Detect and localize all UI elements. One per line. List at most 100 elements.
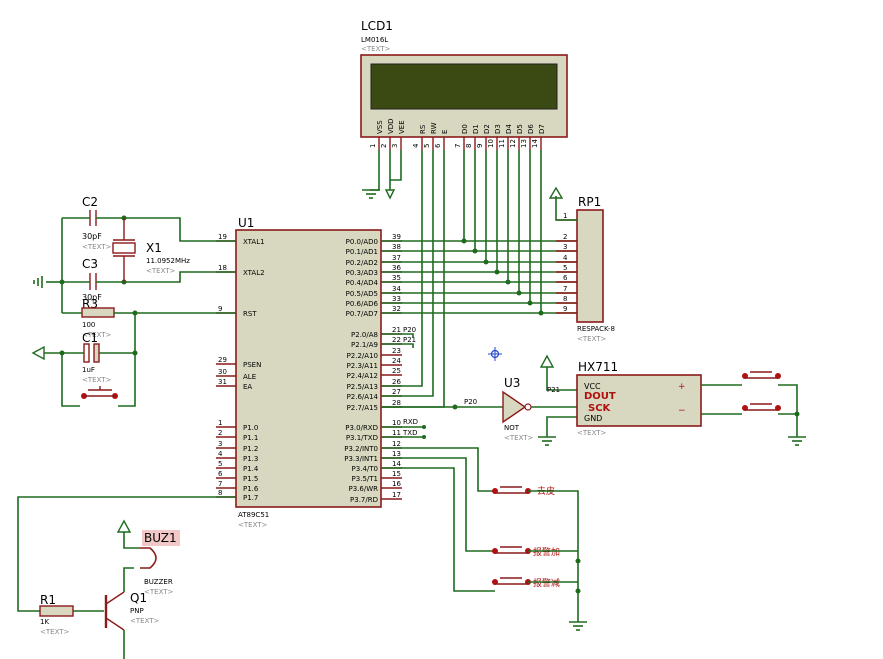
lcd-text: <TEXT>	[361, 45, 391, 53]
mcu-pin-number: 38	[392, 243, 401, 251]
mcu-pin-label: P2.6/A14	[347, 393, 379, 401]
mcu-pin-number: 36	[392, 264, 401, 272]
mcu-pin-label: P3.4/T0	[352, 465, 378, 473]
lcd-pin-number: 13	[520, 139, 528, 148]
c2-text: <TEXT>	[82, 243, 112, 251]
oscillator-circuit[interactable]: C2 30pF <TEXT> C3 30pF X1 11.0952MHz <TE…	[33, 195, 236, 313]
reset-circuit[interactable]: R3 100 <TEXT> C1 1uF <TEXT>	[31, 297, 236, 407]
hx711-sck-label: SCK	[588, 403, 612, 414]
q1-model: PNP	[130, 607, 144, 615]
mcu-pin-number: 21	[392, 326, 401, 334]
rp1-pin-number: 5	[563, 264, 567, 272]
lcd-pin-number: 8	[465, 144, 473, 148]
hx711-text: <TEXT>	[577, 429, 607, 437]
rp1-model: RESPACK-8	[577, 325, 615, 333]
lcd-pin-label: RW	[430, 122, 438, 134]
r1-text: <TEXT>	[40, 628, 70, 636]
rp1-pin-number: 4	[563, 254, 568, 262]
net-label-p20-b: P20	[464, 398, 477, 406]
mcu-pin-label: P0.5/AD5	[346, 290, 378, 298]
u3-model: NOT	[504, 424, 520, 432]
lcd-data-bus	[362, 150, 577, 408]
p3-connections: RXD TXD	[381, 418, 495, 592]
lcd-pin-number: 9	[476, 144, 484, 148]
net-label-rxd: RXD	[403, 418, 418, 426]
hx711-component[interactable]: HX711 VCC DOUT SCK GND + − <TEXT>	[576, 360, 806, 446]
mcu-pin-number: 25	[392, 367, 401, 375]
alarm-down-button[interactable]: 报警减	[492, 577, 560, 589]
hx711-plus-label: +	[678, 382, 686, 392]
mcu-model: AT89C51	[238, 511, 269, 519]
mcu-pin-number: 3	[218, 440, 222, 448]
rp1-pin-number: 9	[563, 305, 567, 313]
hx711-minus-label: −	[678, 406, 686, 416]
mcu-pin-label: P2.4/A12	[347, 372, 378, 380]
mcu-pin-number: 14	[392, 460, 401, 468]
lcd-pin-number: 5	[423, 144, 431, 148]
c1-text: <TEXT>	[82, 376, 112, 384]
lcd-pin-number: 6	[434, 143, 442, 148]
mcu-component[interactable]: U1 AT89C51 <TEXT> 19XTAL118XTAL29RST29PS…	[216, 216, 402, 529]
hx711-dout-label: DOUT	[584, 391, 616, 402]
mcu-pin-label: RST	[243, 310, 257, 318]
mcu-pin-label: P1.7	[243, 494, 258, 502]
buzzer-model: BUZZER	[144, 578, 173, 586]
buzzer-circuit[interactable]: R1 1K <TEXT> Q1 PNP <TEXT> BUZ1 BUZZER <…	[17, 496, 236, 659]
rp1-ref: RP1	[578, 195, 601, 209]
mcu-pin-number: 23	[392, 347, 401, 355]
buzzer-text: <TEXT>	[144, 588, 174, 596]
mcu-pin-label: P3.3/INT1	[344, 455, 378, 463]
lcd-pin-number: 14	[531, 139, 539, 148]
mcu-pin-number: 18	[218, 264, 227, 272]
mcu-pin-number: 22	[392, 336, 401, 344]
mcu-pin-number: 13	[392, 450, 401, 458]
lcd-pin-label: RS	[419, 124, 427, 134]
mcu-pin-number: 10	[392, 419, 401, 427]
lcd-pin-label: D4	[505, 124, 513, 134]
mcu-pin-label: P0.6/AD6	[346, 300, 379, 308]
mcu-pin-number: 11	[392, 429, 401, 437]
mcu-pin-label: P3.6/WR	[349, 485, 379, 493]
mcu-pin-number: 1	[218, 419, 222, 427]
mcu-right-pins: 39P0.0/AD038P0.1/AD137P0.2/AD236P0.3/AD3…	[344, 233, 402, 504]
mcu-pin-number: 24	[392, 357, 401, 365]
mcu-pin-label: P1.6	[243, 485, 259, 493]
button-ground	[528, 490, 587, 631]
lcd-component[interactable]: LCD1 LM016L <TEXT> VSS1VDD2VEE3RS4RW5E6D…	[360, 19, 568, 150]
r1-value: 1K	[40, 618, 49, 626]
alarm-up-button[interactable]: 报警加	[492, 546, 560, 558]
mcu-pin-label: P1.2	[243, 445, 258, 453]
lcd-pin-label: D2	[483, 124, 491, 134]
tare-button[interactable]: 去皮	[492, 485, 555, 497]
mcu-pin-number: 7	[218, 480, 222, 488]
lcd-pin-label: VEE	[398, 120, 406, 134]
u3-ref: U3	[504, 376, 520, 390]
c1-ref: C1	[82, 331, 98, 345]
hx711-body	[576, 374, 702, 427]
q1-ref: Q1	[130, 591, 147, 605]
mcu-pin-number: 34	[392, 285, 401, 293]
rp1-pin-number: 7	[563, 285, 567, 293]
not-gate[interactable]: P20 U3 NOT <TEXT> P21	[381, 354, 577, 446]
mcu-pin-number: 5	[218, 460, 222, 468]
lcd-pin-label: VDD	[387, 118, 395, 134]
mcu-pin-number: 35	[392, 274, 401, 282]
mcu-pin-number: 33	[392, 295, 401, 303]
rp1-pin-number: 2	[563, 233, 567, 241]
crosshair-icon	[488, 347, 502, 361]
mcu-pin-label: P2.0/A8	[351, 331, 378, 339]
lcd-pin-number: 1	[369, 144, 377, 148]
mcu-left-pins: 19XTAL118XTAL29RST29PSEN30ALE31EA1P1.02P…	[216, 233, 265, 502]
mcu-pin-number: 2	[218, 429, 222, 437]
c2-value: 30pF	[82, 232, 102, 241]
x1-ref: X1	[146, 241, 162, 255]
lcd-ref: LCD1	[361, 19, 393, 33]
rp1-text: <TEXT>	[577, 335, 607, 343]
mcu-pin-label: P0.4/AD4	[346, 279, 379, 287]
u3-text: <TEXT>	[504, 434, 534, 442]
mcu-pin-number: 39	[392, 233, 401, 241]
